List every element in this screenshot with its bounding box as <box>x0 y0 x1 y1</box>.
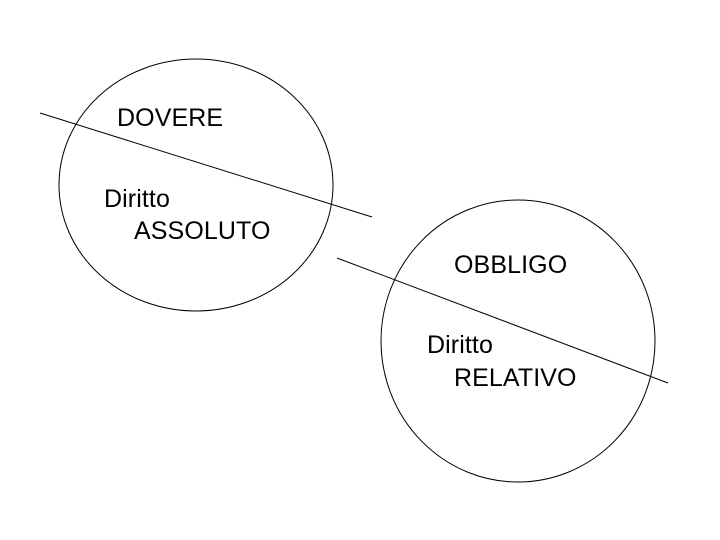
label-diritto-relativo-line1: Diritto <box>427 331 493 359</box>
dovere-divider-line <box>39 112 373 218</box>
dovere-circle <box>58 58 334 312</box>
label-dovere: DOVERE <box>117 104 224 132</box>
label-diritto-assoluto-line1: Diritto <box>104 185 170 213</box>
label-diritto-relativo-line2: RELATIVO <box>454 364 577 392</box>
obbligo-divider-line <box>336 257 669 384</box>
label-diritto-assoluto-line2: ASSOLUTO <box>134 217 271 245</box>
label-obbligo: OBBLIGO <box>454 251 568 279</box>
obbligo-circle <box>380 199 656 483</box>
